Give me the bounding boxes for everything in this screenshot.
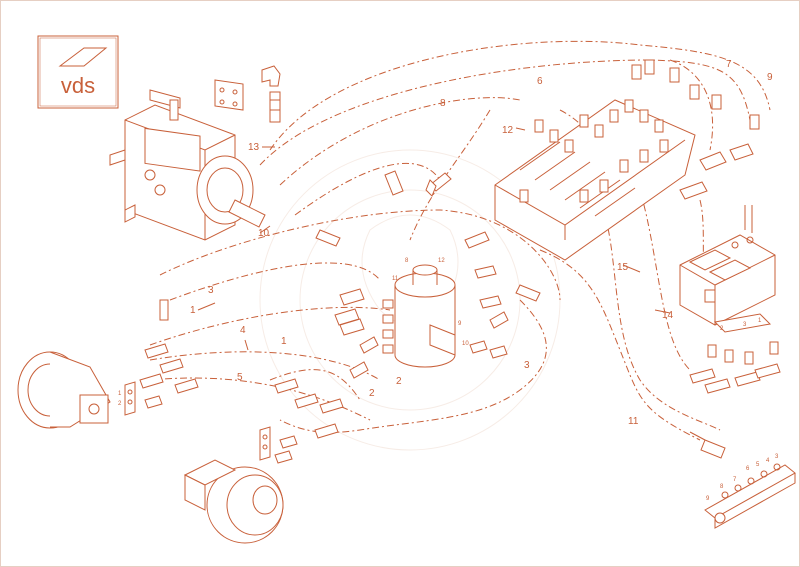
svg-text:1: 1 <box>118 391 122 397</box>
svg-text:1: 1 <box>758 318 762 324</box>
hydraulic-pump <box>109 89 266 241</box>
callout-7: 7 <box>726 59 732 70</box>
callout-12: 12 <box>502 125 514 136</box>
motor-port-plate-right <box>259 426 271 461</box>
loose-fittings-top <box>384 170 452 197</box>
svg-text:9: 9 <box>458 321 462 327</box>
valve-top-fittings <box>631 59 760 200</box>
svg-text:2: 2 <box>720 326 724 332</box>
callout-1: 1 <box>190 305 196 316</box>
callout-3: 3 <box>524 360 530 371</box>
rotary-joint-fittings <box>315 229 541 379</box>
svg-text:10: 10 <box>462 341 469 347</box>
joystick-port-plate: 2 3 1 <box>713 313 772 333</box>
travel-motor-right <box>183 459 284 544</box>
callout-13: 13 <box>248 142 260 153</box>
svg-text:2: 2 <box>118 401 122 407</box>
svg-text:4: 4 <box>766 458 770 464</box>
motor-hose-fittings <box>139 299 344 464</box>
callout-5: 5 <box>237 372 243 383</box>
callout-11: 11 <box>628 416 639 427</box>
leader-lines <box>197 127 671 351</box>
svg-text:9: 9 <box>706 496 710 502</box>
callout-labels: 1 1 2 2 3 3 4 5 6 7 8 9 10 11 12 13 14 1… <box>190 59 773 427</box>
manifold-bar: 9 8 7 6 5 4 3 <box>704 454 796 529</box>
motor-port-plate-left: 1 2 <box>118 381 136 416</box>
svg-text:11: 11 <box>392 276 399 282</box>
callout-3: 3 <box>208 285 214 296</box>
logo-text: vds <box>61 73 95 98</box>
callout-4: 4 <box>240 325 246 336</box>
joystick-pedal-unit <box>679 205 776 326</box>
callout-6: 6 <box>537 76 543 87</box>
svg-text:6: 6 <box>746 466 750 472</box>
control-valve-block <box>494 99 696 261</box>
callout-15: 15 <box>617 262 629 273</box>
joystick-hose-fittings <box>689 341 781 394</box>
straight-fitting <box>269 91 281 123</box>
travel-motor-left <box>17 351 111 429</box>
svg-text:8: 8 <box>720 484 724 490</box>
manifold-inlet-fitting <box>689 431 726 459</box>
callout-8: 8 <box>440 98 446 109</box>
svg-text:3: 3 <box>743 322 747 328</box>
svg-text:7: 7 <box>733 477 737 483</box>
rotary-joint: 8 12 11 9 10 <box>382 258 469 368</box>
vds-logo: vds <box>37 35 119 109</box>
svg-text:3: 3 <box>775 454 779 460</box>
callout-10: 10 <box>258 228 270 239</box>
adapter-plate <box>214 79 244 111</box>
callout-2: 2 <box>396 376 402 387</box>
callout-9: 9 <box>767 72 773 83</box>
svg-text:12: 12 <box>438 258 445 264</box>
elbow-fitting <box>261 65 281 87</box>
callout-2: 2 <box>369 388 375 399</box>
callout-14: 14 <box>662 310 674 321</box>
callout-1: 1 <box>281 336 287 347</box>
svg-text:8: 8 <box>405 258 409 264</box>
svg-text:5: 5 <box>756 462 760 468</box>
